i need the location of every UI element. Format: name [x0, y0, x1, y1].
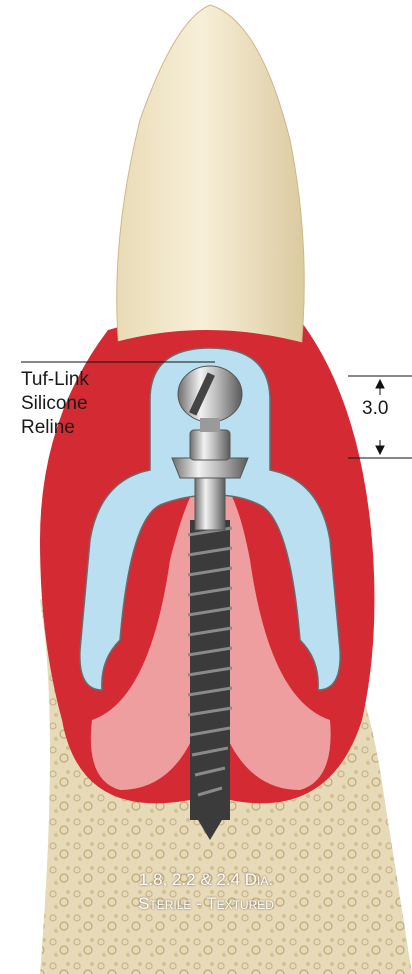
- tooth-crown: [117, 5, 305, 360]
- implant-body: [188, 520, 232, 840]
- reline-label-line-2: Silicone: [21, 392, 89, 416]
- dimension-label: 3.0: [362, 398, 388, 420]
- reline-label-line-3: Reline: [21, 416, 89, 440]
- reline-label: Tuf-Link Silicone Reline: [21, 368, 89, 440]
- implant-collar: [172, 458, 248, 478]
- spec-label-line-1: 1.8, 2.2 & 2.4 Dia.: [0, 868, 412, 892]
- spec-label: 1.8, 2.2 & 2.4 Dia. Sterile - Textured: [0, 868, 412, 916]
- spec-label-line-2: Sterile - Textured: [0, 892, 412, 916]
- reline-label-line-1: Tuf-Link: [21, 368, 89, 392]
